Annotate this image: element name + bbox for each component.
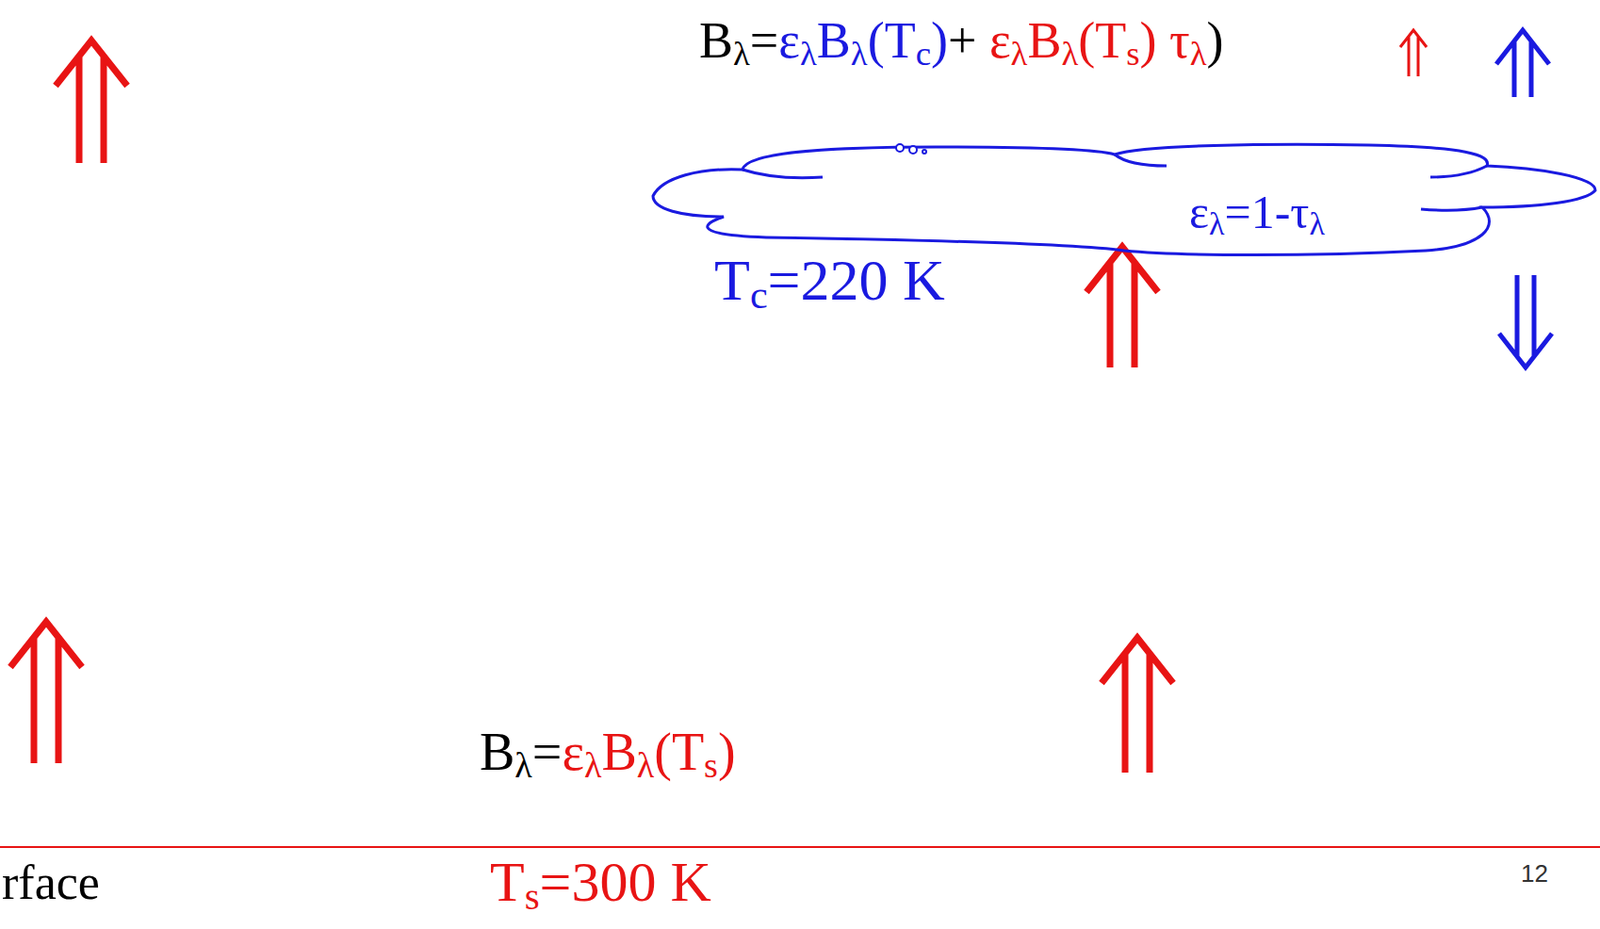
surface-line: [0, 846, 1600, 849]
top-of-atmosphere-radiance: Bλ=ελBλ(Tc)+ ελBλ(Ts) τλ): [699, 15, 1224, 72]
cloud-fold: [1430, 165, 1487, 178]
transmitted-radiation-arrow: [1400, 30, 1427, 77]
surface-label: rface: [1, 858, 100, 908]
cloud-droplet: [896, 144, 904, 152]
cloud-fold: [1114, 154, 1167, 166]
upward-radiation-arrow: [55, 40, 128, 164]
cloud-shape: ελ=1-τλTc=220 K: [653, 141, 1596, 264]
cloud-droplet: [922, 149, 927, 154]
cloud-emission-up-arrow: [1496, 30, 1550, 98]
cloud-temperature: Tc=220 K: [714, 250, 946, 315]
upward-radiation-arrow: [1086, 246, 1159, 368]
page-number: 12: [1520, 861, 1549, 886]
cloud-droplet: [909, 146, 917, 154]
cloud-outline: [653, 141, 1596, 264]
upward-radiation-arrow: [1101, 637, 1174, 773]
upward-radiation-arrow: [10, 621, 82, 764]
surface-temperature: Ts=300 K: [489, 853, 712, 917]
surface-radiance: Bλ=ελBλ(Ts): [479, 725, 736, 784]
cloud-fold: [1420, 207, 1483, 211]
emissivity-relation: ελ=1-τλ: [1189, 188, 1325, 241]
cloud-border: [653, 144, 1596, 255]
cloud-fold: [742, 169, 823, 179]
cloud-emission-down-arrow: [1499, 275, 1552, 368]
